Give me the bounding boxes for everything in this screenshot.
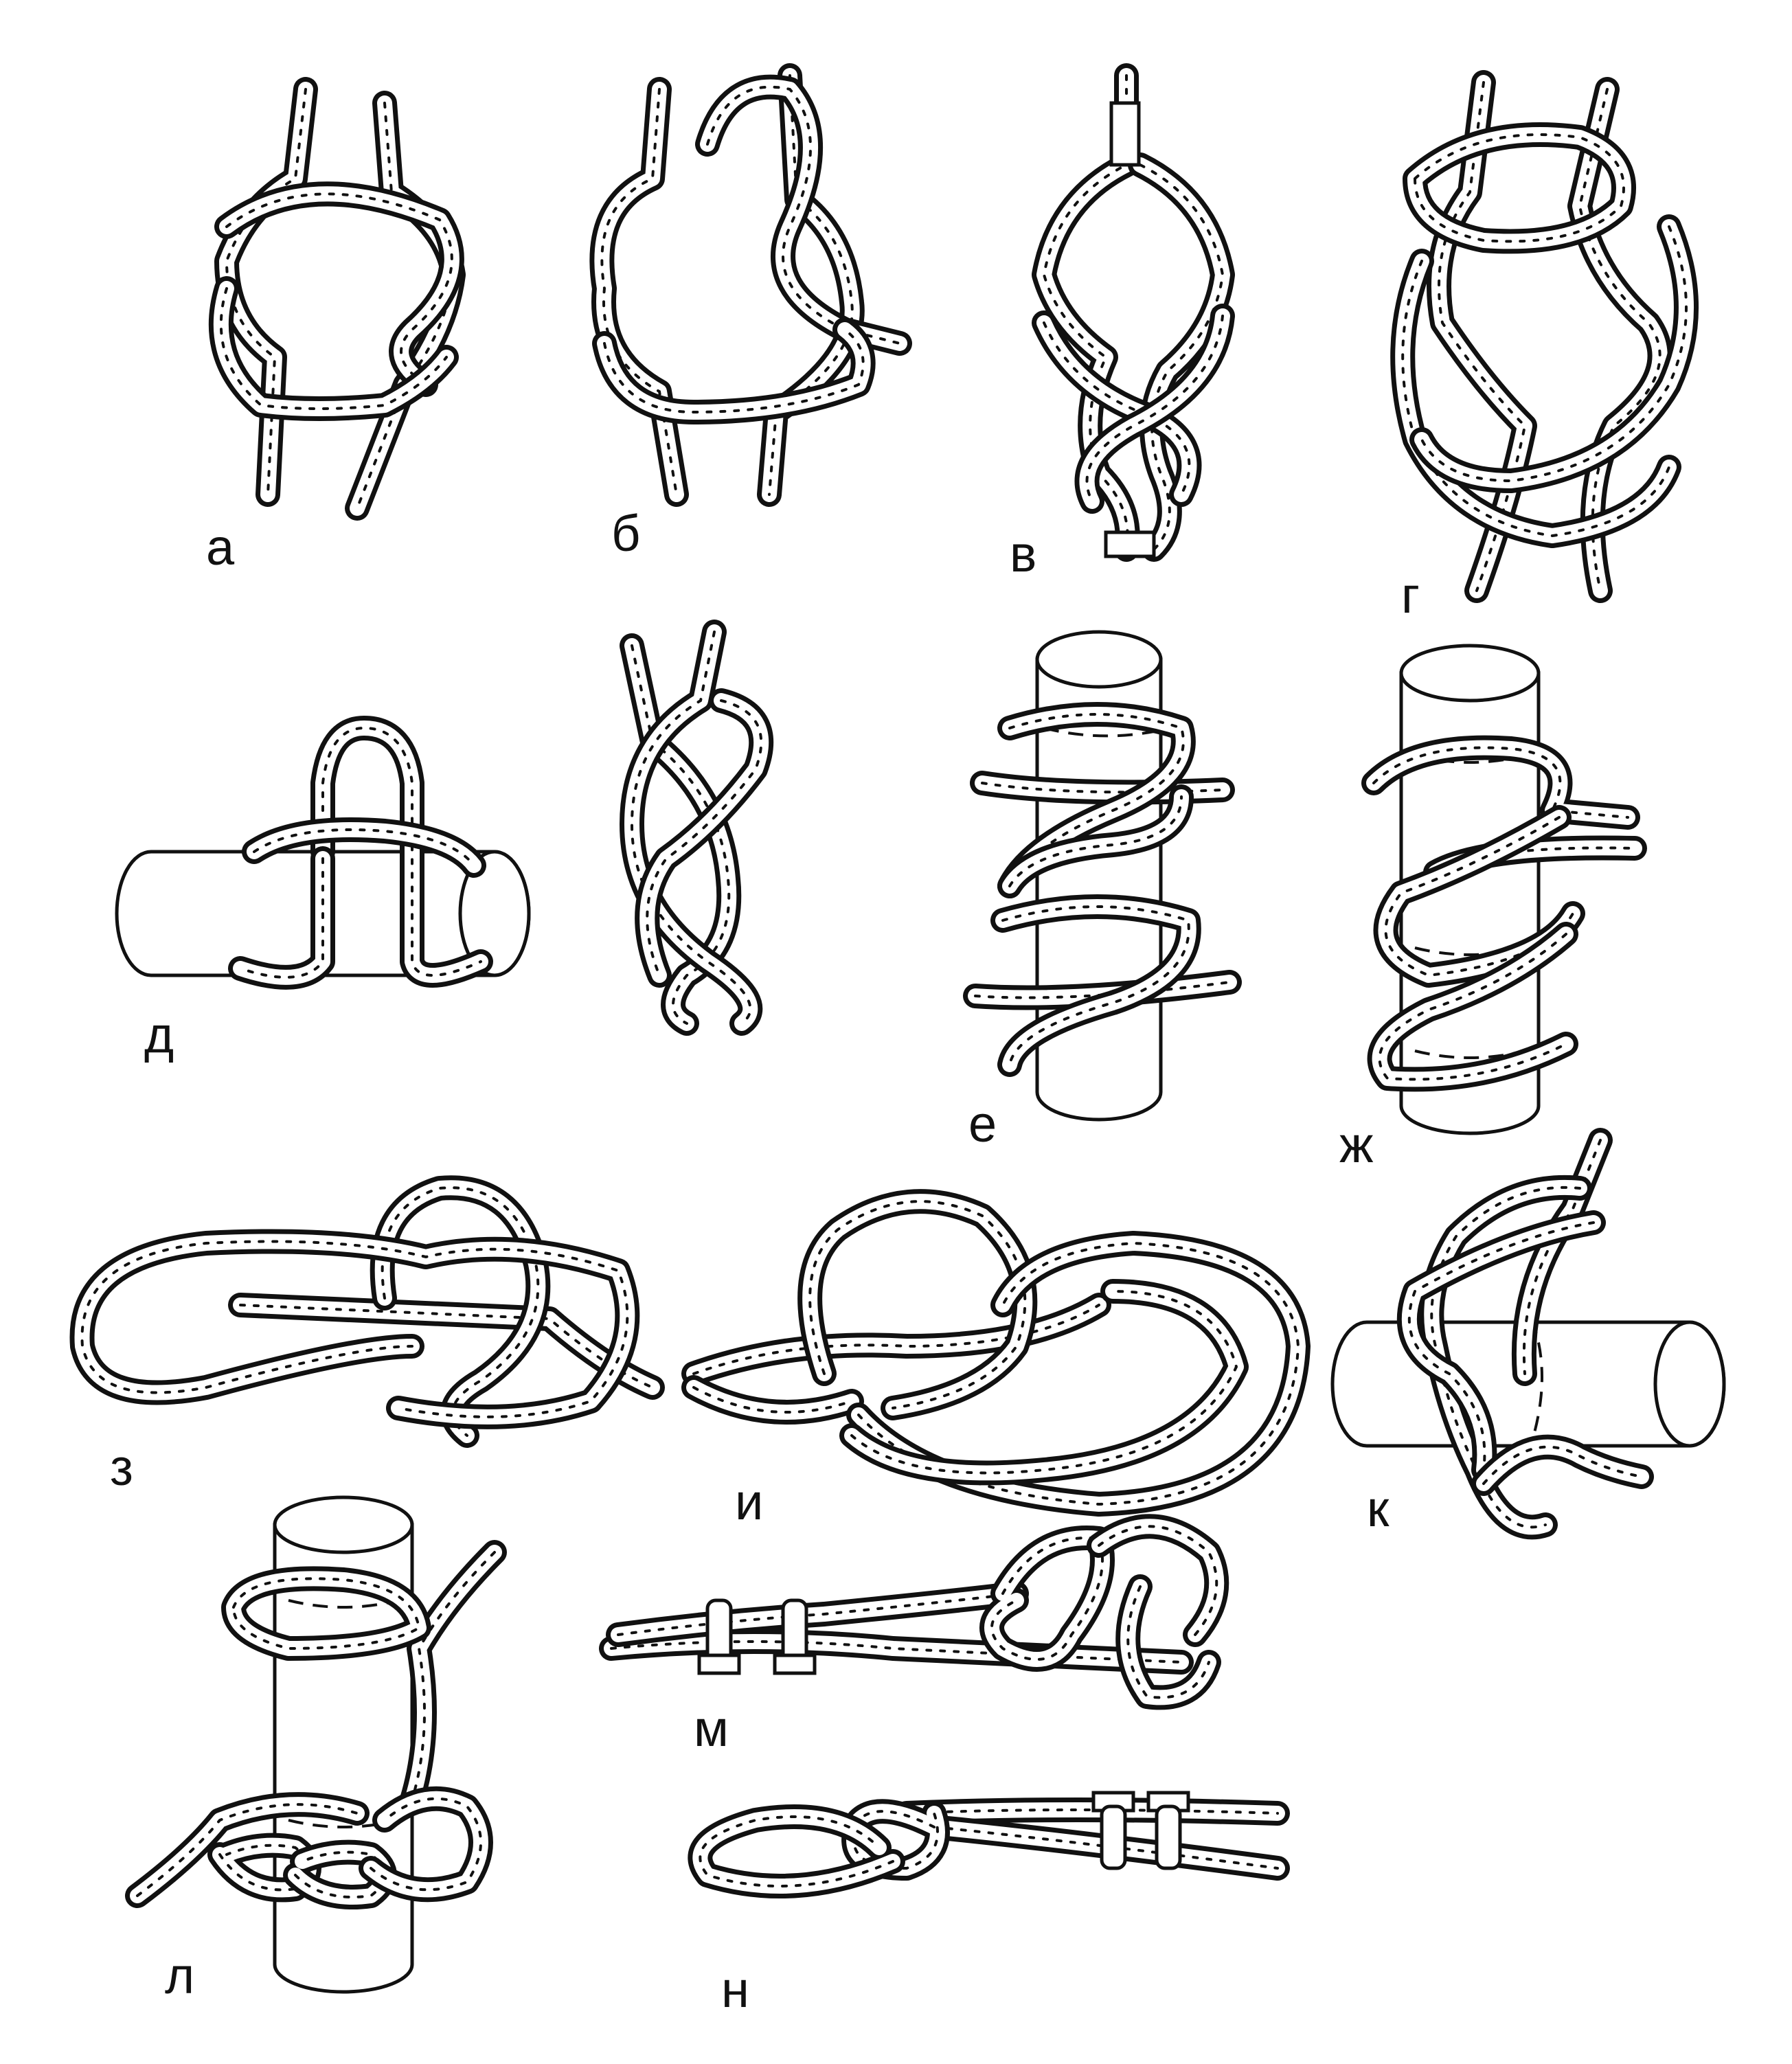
label-d: д [144,1006,174,1063]
knot-v-whipping [1104,101,1156,558]
rope-strand-twist [617,1592,1018,1636]
label-l: л [165,1947,195,2004]
label-k: к [1367,1480,1390,1537]
knot-n-clamps [1091,1791,1190,1870]
rope-strand-twist [1578,88,1661,592]
rope-strand-core [233,851,330,985]
rope-strand-core [1476,1439,1649,1491]
rope-strand-core [1091,1519,1225,1642]
rope-strand-twist [974,981,1231,999]
rope-strand-twist [1482,1445,1643,1485]
rope-strand-core [1366,740,1635,825]
rope-strand-twist [80,1240,629,1418]
rope-strand-twist [1043,321,1191,496]
rope-strand-twist [808,1200,1027,1409]
rope-strand-twist [692,1386,853,1414]
rope-strand-twist [321,726,482,977]
rope-strand-twist [1378,933,1567,1081]
rope-clamp [1155,1804,1182,1870]
knot-k [1396,1128,1654,1540]
rope-strand-twist [1420,225,1688,483]
rope-strand-twist [381,1186,540,1437]
rope-strand-twist [294,1850,386,1898]
knot-b [589,63,912,507]
rope-strand-twist [1384,816,1574,977]
knot-m-clamps [697,1598,817,1675]
rope-strand-twist [646,699,763,977]
rope-strand-twist [1085,315,1224,503]
rope-strand-twist [136,1803,359,1897]
rope-strand-core [226,1571,427,1656]
whipping-top [1109,101,1141,167]
rope-strand-twist [219,287,448,410]
knot-n [688,1798,1290,1898]
rope-strand-twist [225,192,453,386]
knot-i [681,1189,1311,1517]
rope-strand-twist [603,328,865,414]
knot-d [228,716,493,990]
rope-strand-twist [1438,81,1527,592]
rope-strand-twist [370,1797,482,1892]
rope-strand-twist [631,644,731,1025]
rope-strand-twist [1098,1525,1218,1636]
label-zh: ж [1339,1116,1374,1173]
rope-strand-twist [857,1241,1300,1506]
rope-strand-core [846,1804,945,1876]
rope-strand-twist [1042,74,1129,551]
rope-strand-core [611,1586,1024,1642]
knot-e [963,702,1242,1077]
rope-strand-twist [1401,260,1670,538]
rope-strand-twist [692,1304,1100,1375]
label-b: б [611,505,641,562]
rope-strand-core [405,1545,502,1807]
label-i: и [735,1473,764,1530]
rope-strand-core [700,79,907,351]
rope-strand-twist [990,1536,1104,1661]
rope-strand-twist [253,828,475,867]
rope-strand-twist [699,1815,894,1887]
whipping-bottom [1104,530,1156,558]
label-g: г [1401,567,1420,624]
label-m: м [694,1700,729,1757]
rope-strand-twist [1126,1585,1210,1699]
knot-g [1390,70,1699,603]
knot-z [69,1175,665,1448]
clamp-nut [697,1653,741,1675]
rope-strand-twist [768,74,854,496]
rope-strand-core [1401,1215,1601,1477]
rope-strand-twist [600,88,678,496]
rope-strand-twist [1139,163,1225,551]
rope-strand-twist [850,1290,1238,1475]
knot-m [599,1514,1229,1710]
label-z: з [110,1439,133,1496]
rope-strand-twist [1008,713,1185,887]
rope-strand-twist [933,1826,1279,1870]
label-n: н [721,1961,749,2018]
rope-clamp [1100,1804,1127,1870]
rope-strand-twist [1008,795,1183,887]
rope-clamp [781,1598,808,1664]
knot-zh [1361,735,1647,1092]
rope-clamp [705,1598,733,1664]
label-e: е [968,1096,997,1153]
rope-strand-core [604,1634,1189,1670]
knot-figure-eight [620,620,774,1036]
label-v: в [1010,525,1037,582]
clamp-nut [773,1653,817,1675]
rope-strand-twist [1522,1139,1602,1375]
rope-strand-twist [905,1808,1279,1815]
rope-strand-twist [1430,1186,1581,1529]
rope-strand-twist [239,1304,654,1389]
knot-v [1032,63,1235,562]
rope-strand-twist [630,631,752,1025]
rope-strand-twist [1414,133,1625,243]
knot-l [125,1540,507,1909]
label-a: а [206,519,235,576]
rope-strand-twist [1001,905,1190,1066]
knot-a [208,77,466,521]
rope-strand-twist [411,1551,496,1801]
